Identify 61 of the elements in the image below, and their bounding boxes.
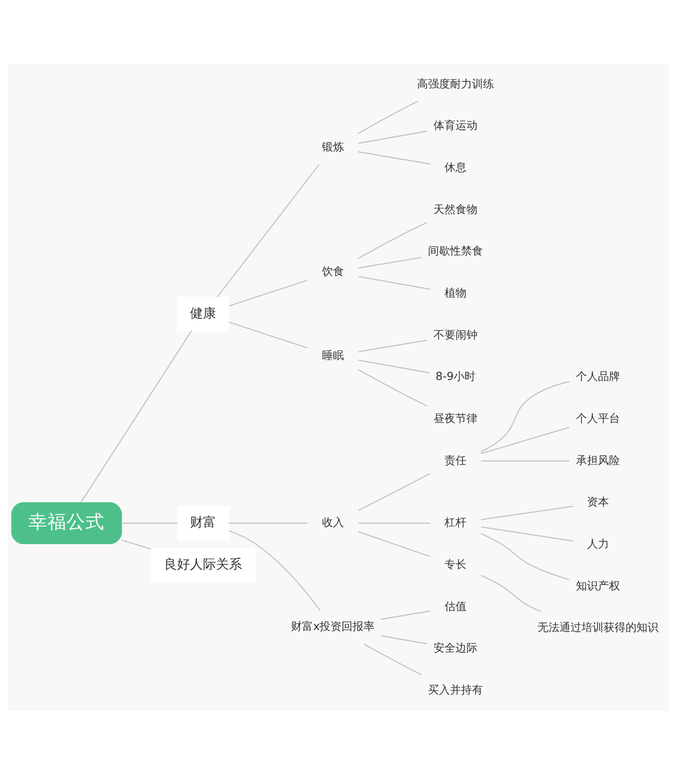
connector (358, 276, 430, 290)
node-text: 安全边际 (434, 641, 478, 654)
connector (358, 522, 430, 524)
node-box: 健康 (177, 296, 230, 331)
connector (358, 472, 431, 511)
node-text: 昼夜节律 (434, 411, 478, 424)
node-text: 不要闹钟 (434, 328, 478, 341)
connector (481, 460, 570, 461)
connector (380, 610, 430, 620)
connector (358, 130, 427, 144)
node-text: 植物 (444, 286, 467, 299)
node-text: 估值 (444, 599, 467, 612)
node-text: 休息 (444, 160, 467, 174)
node-text: 责任 (444, 453, 467, 466)
node-text: 天然食物 (434, 202, 478, 216)
node-box: 幸福公式 (11, 502, 122, 544)
connector (480, 380, 570, 452)
connector (80, 330, 192, 502)
connector (358, 256, 422, 268)
node-text: 个人平台 (576, 411, 620, 424)
connector (228, 530, 321, 610)
node-text: 体育运动 (434, 118, 478, 132)
connector (121, 538, 152, 550)
node-text: 承担风险 (576, 453, 620, 466)
node-text: 杠杆 (444, 516, 467, 529)
node-box: 财富 (177, 506, 230, 540)
connector (216, 164, 320, 298)
node-text: 8-9小时 (436, 370, 476, 383)
connector (358, 368, 428, 406)
node-text: 收入 (322, 516, 344, 529)
connector (358, 221, 428, 258)
connector (380, 634, 428, 644)
node-text: 间歇性禁食 (428, 244, 484, 258)
connector (358, 359, 430, 373)
node-text: 财富x投资回报率 (291, 620, 375, 633)
connector (480, 526, 573, 541)
connector (480, 426, 570, 454)
node-text: 锻炼 (322, 140, 344, 154)
node-text: 个人品牌 (576, 370, 620, 383)
node-text: 人力 (586, 536, 609, 550)
node-text: 买入并持有 (428, 682, 484, 696)
node-text: 饮食 (322, 264, 344, 278)
connector (358, 530, 430, 557)
connector (480, 532, 570, 580)
node-text: 资本 (586, 495, 609, 508)
node-text: 知识产权 (576, 578, 620, 592)
node-text: 睡眠 (322, 348, 344, 362)
node-text: 高强度耐力训练 (417, 76, 494, 90)
connector (358, 150, 430, 164)
connector (358, 100, 418, 134)
connector (228, 321, 308, 348)
node-text: 无法通过培训获得的知识 (537, 620, 658, 634)
connector (364, 643, 422, 675)
connector (122, 522, 178, 524)
node-text: 专长 (444, 557, 467, 570)
connector (358, 339, 427, 352)
connector (228, 522, 308, 524)
node-box: 良好人际关系 (150, 547, 256, 582)
connector (480, 505, 573, 520)
connector (228, 279, 308, 306)
connector (480, 574, 541, 612)
